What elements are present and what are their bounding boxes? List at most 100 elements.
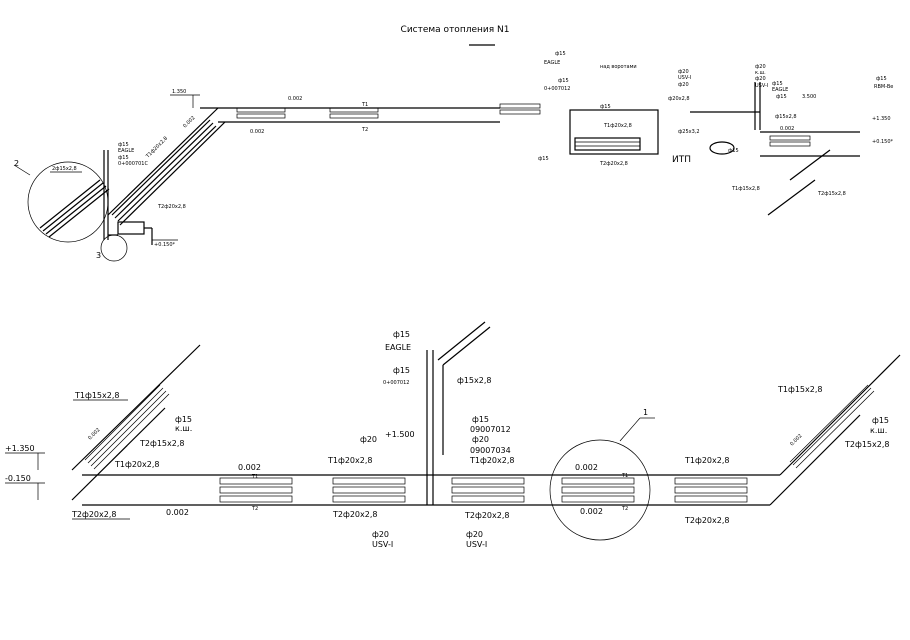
label-rbm: RBM-Be — [874, 84, 893, 90]
label-t1phi15-bl: Т1ф15х2,8 — [74, 391, 119, 400]
label-t1phi20-itp: Т1ф20х2,8 — [603, 123, 632, 129]
label-kw-top: к.ш. — [755, 70, 766, 76]
diag-pipe-t1-left — [107, 107, 219, 216]
label-phi20-d: ф20 — [755, 76, 766, 82]
label-t2phi15-bl: Т2ф15х2,8 — [139, 439, 184, 448]
label-t2phi20-c: Т2ф20х2,8 — [464, 511, 509, 520]
label-t1-b1: Т1 — [251, 474, 258, 480]
drawing-title: Система отопления N1 — [401, 25, 510, 35]
label-t1phi20-b4: Т1ф20х2,8 — [684, 456, 729, 465]
label-t1-top: Т1 — [361, 102, 368, 108]
label-phi20-ck: ф20 — [466, 530, 483, 539]
label-kw-br: к.ш. — [870, 426, 887, 435]
label-kw-bl: к.ш. — [175, 424, 192, 433]
label-t2-top: Т2 — [361, 127, 368, 133]
bottom-scheme: Т1ф15х2,8 0.002 ф15 к.ш. Т2ф15х2,8 Т1ф20… — [5, 321, 901, 549]
callout-circle-1 — [549, 439, 651, 541]
label-level-1350: 1.350 — [172, 89, 186, 95]
label-slope-top1: 0.002 — [288, 96, 302, 102]
label-phi15-d: ф15 — [600, 104, 611, 110]
label-t2phi20-itp: Т2ф20х2,8 — [599, 161, 628, 167]
label-t2phi20-top: Т2ф20х2,8 — [157, 204, 186, 210]
label-phi15-b: ф15 — [118, 155, 129, 161]
label-slope-bl: 0.002 — [87, 427, 101, 441]
label-over-gate: над воротами — [600, 64, 637, 70]
label-code2: 09007034 — [470, 446, 511, 455]
label-t1phi20-b2: Т1ф20х2,8 — [327, 456, 372, 465]
label-phi20-cj: ф20 — [372, 530, 389, 539]
label-phi15-e: ф15 — [538, 156, 549, 162]
itp-unit — [709, 141, 735, 155]
label-phi15-f: ф15 — [728, 148, 739, 154]
label-code-cf: 0+007012 — [383, 380, 409, 386]
label-phi15-c: ф15 — [558, 78, 569, 84]
label-usv-cj: USV-I — [372, 540, 393, 549]
label-itp: ИТП — [672, 155, 691, 165]
diag-pipe-t2-left — [119, 121, 226, 226]
label-slope-bl2: 0.002 — [166, 508, 189, 517]
radiator-right-top — [769, 135, 811, 141]
label-t2phi15-br: Т2ф15х2,8 — [844, 440, 889, 449]
label-plus150-left: +0.150* — [154, 242, 176, 248]
label-t1phi20-bl: Т1ф20х2,8 — [114, 460, 159, 469]
label-slope-diag: 0.002 — [182, 115, 196, 129]
radiator-detail-2 — [39, 179, 110, 238]
diag-left-t2 — [71, 407, 166, 501]
label-plus1350-bl: +1.350 — [5, 444, 35, 453]
label-t2phi20-b4: Т2ф20х2,8 — [684, 516, 729, 525]
label-slope-b3: 0.002 — [575, 463, 598, 472]
label-usv-b: USV-I — [755, 83, 768, 89]
diag-left-radiators — [84, 384, 170, 470]
callout-leader-2 — [13, 164, 31, 176]
diag-left-t1 — [71, 344, 201, 471]
label-phi20-c: ф20 — [755, 64, 766, 70]
label-slope-br: 0.002 — [789, 433, 803, 447]
label-slope-top2: 0.002 — [250, 129, 264, 135]
label-usv-ck: USV-I — [466, 540, 487, 549]
diag-right-t2 — [769, 414, 861, 506]
label-t1phi15-r: Т1ф15х2,8 — [731, 186, 760, 192]
callout-num-3: 3 — [96, 251, 101, 260]
diag-right-t1 — [779, 354, 901, 476]
top-scheme: 2 2ф15х2,8 3 +0.150* ф15 EAGLE ф15 0+000… — [13, 51, 894, 262]
label-phi15-rbm: ф15 — [876, 76, 887, 82]
diag-right-radiators — [789, 384, 875, 469]
callout-num-2: 2 — [14, 159, 19, 168]
label-t2-b3: Т2 — [621, 506, 628, 512]
label-eagle-b: EAGLE — [772, 87, 788, 93]
label-plus150-r: +0.150* — [872, 139, 894, 145]
label-plus1350-r: +1.350 — [872, 116, 891, 122]
label-level-3500: 3.500 — [802, 94, 816, 100]
label-phi15x28-r: ф15х2,8 — [775, 114, 797, 120]
label-t1-b3: Т1 — [621, 473, 628, 479]
label-phi15-a: ф15 — [118, 142, 129, 148]
label-minus150-bl: -0.150 — [5, 474, 31, 483]
label-phi20-b: ф20 — [678, 82, 689, 88]
label-usv-a: USV-I — [678, 75, 691, 81]
diag-radiators-left — [111, 119, 217, 222]
label-2phi15: 2ф15х2,8 — [52, 166, 77, 172]
label-phi20-ch: ф20 — [472, 435, 489, 444]
label-phi20-a: ф20 — [678, 69, 689, 75]
label-phi25: ф25х3,2 — [678, 129, 700, 135]
callout-num-1: 1 — [643, 408, 648, 417]
label-t1phi20-c: Т1ф20х2,8 — [469, 456, 514, 465]
label-phi15-cg: ф15 — [472, 415, 489, 424]
label-phi15-eagle: ф15 — [555, 51, 566, 57]
itp-room — [569, 109, 659, 155]
label-code1: 09007012 — [470, 425, 511, 434]
callout-circle-3 — [100, 234, 128, 262]
label-t2phi15-r: Т2ф15х2,8 — [817, 191, 846, 197]
label-t2-b1: Т2 — [251, 506, 258, 512]
label-code-a: 0+000701С — [118, 161, 148, 167]
label-eagle-top: EAGLE — [544, 60, 560, 66]
label-phi15-g: ф15 — [772, 81, 783, 87]
top-radiators — [236, 103, 541, 119]
label-t2phi20-bl: Т2ф20х2,8 — [71, 510, 116, 519]
label-phi15-ce: ф15 — [393, 330, 410, 339]
label-eagle-ce: EAGLE — [385, 343, 411, 352]
label-phi20x28: ф20х2,8 — [668, 96, 690, 102]
label-t1phi15-br: Т1ф15х2,8 — [777, 385, 822, 394]
